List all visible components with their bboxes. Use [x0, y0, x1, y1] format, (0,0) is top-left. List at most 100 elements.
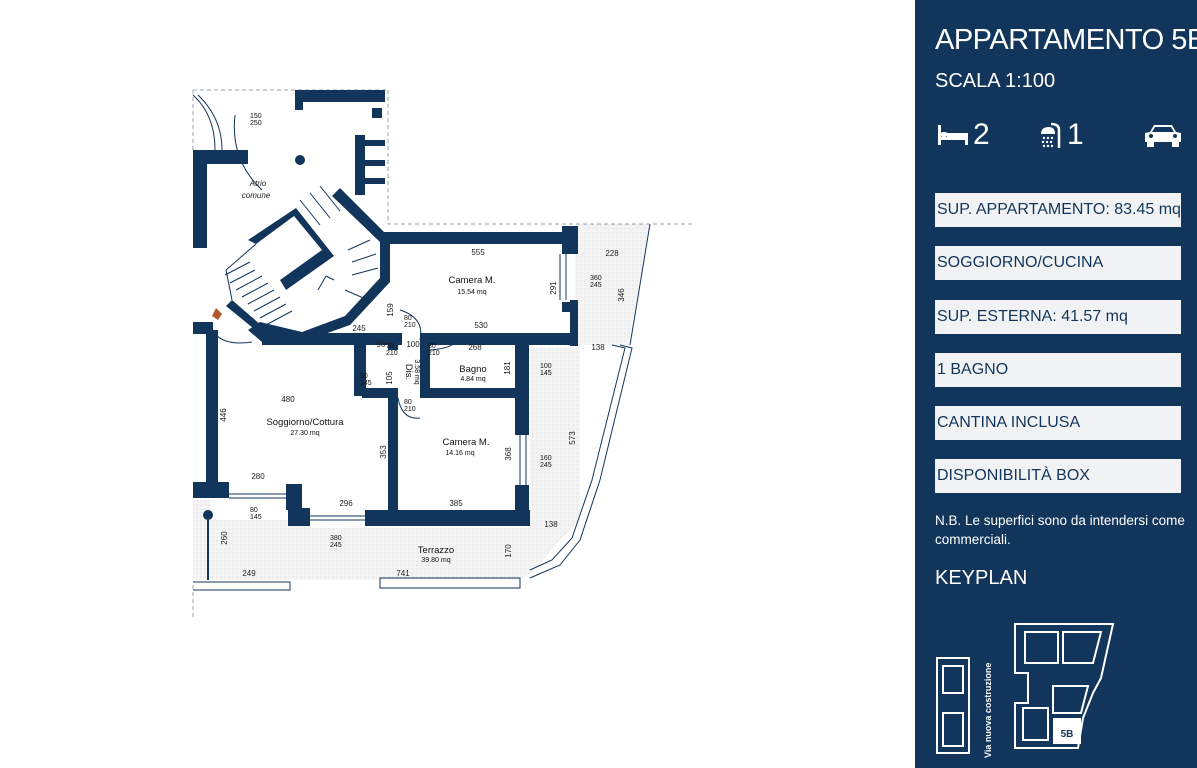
atrio-label-2: comune [242, 191, 271, 200]
dim-label: 100 [406, 340, 420, 349]
dim-label: 268 [468, 343, 482, 352]
amenities-row: 2 1 [935, 118, 1185, 158]
room-area-dis: 3.58 mq [413, 359, 420, 384]
dim-label: 741 [396, 569, 410, 578]
room-name-terrazzo: Terrazzo [418, 545, 454, 556]
dim-label: 296 [339, 499, 353, 508]
room-name-bagno: Bagno [459, 364, 486, 375]
window-dim-b-line: 245 [540, 462, 552, 469]
note-text: N.B. Le superfici sono da intendersi com… [935, 513, 1185, 547]
window-dim-k-line: 250 [250, 120, 262, 127]
window-dim-c: 100 [540, 363, 552, 370]
room-name-camera-2: Camera M. [443, 437, 490, 448]
parking-indicator [1143, 122, 1183, 148]
dim-label: 353 [379, 445, 388, 459]
feature-bath: 1 BAGNO [935, 353, 1181, 387]
room-area-terrazzo: 39.80 mq [421, 557, 450, 564]
dim-label: 368 [504, 447, 513, 461]
info-panel: APPARTAMENTO 5B SCALA 1:100 2 1 [915, 0, 1197, 768]
dim-label: 90 [377, 340, 386, 349]
feature-living: SOGGIORNO/CUCINA [935, 246, 1181, 280]
window-dim-a-line: 245 [590, 282, 602, 289]
unit-label: 5B [1061, 729, 1074, 740]
dim-label: 480 [281, 395, 295, 404]
room-name-camera-1: Camera M. [449, 275, 496, 286]
window-dim-f: 80 [404, 315, 412, 322]
window-dim-c-line: 145 [540, 370, 552, 377]
dim-label: 228 [605, 249, 619, 258]
window-dim-h: 70 [386, 343, 394, 350]
atrio-label-1: Atrio [249, 179, 267, 188]
bed-icon [938, 125, 968, 145]
feature-external: SUP. ESTERNA: 41.57 mq [935, 300, 1181, 334]
street-label: Via nuova costruzione [983, 663, 993, 758]
unit-5b-highlight [1053, 718, 1081, 744]
window-dim-i: 80 [404, 399, 412, 406]
floor-plan: Atrio comune Camera M. 15.54 mq Soggiorn… [192, 89, 695, 620]
bedrooms-count: 2 [973, 118, 990, 151]
window-dim-h-line: 210 [386, 350, 398, 357]
room-area-camera-1: 15.54 mq [457, 289, 486, 296]
dim-label: 530 [474, 321, 488, 330]
walls [193, 90, 578, 580]
room-area-soggiorno: 27.30 mq [290, 430, 319, 437]
room-name-dis: Dis. [403, 364, 414, 380]
feature-surface: SUP. APPARTAMENTO: 83.45 mq [935, 193, 1181, 227]
apartment-title: APPARTAMENTO 5B [935, 24, 1197, 56]
window-dim-i-line: 210 [404, 406, 416, 413]
room-area-camera-2: 14.16 mq [445, 450, 474, 457]
shower-icon [1041, 122, 1061, 148]
window-dim-j: 90 [360, 373, 368, 380]
staircase [224, 185, 379, 326]
room-area-bagno: 4.84 mq [460, 376, 485, 383]
window-dim-a: 360 [590, 275, 602, 282]
dim-label: 170 [504, 544, 513, 558]
dim-label: 555 [471, 248, 485, 257]
feature-garage: DISPONIBILITÀ BOX [935, 459, 1181, 493]
dim-label: 385 [449, 499, 463, 508]
window-dim-d: 380 [330, 535, 342, 542]
scale-label: SCALA 1:100 [935, 70, 1056, 92]
feature-cellar: CANTINA INCLUSA [935, 406, 1181, 440]
window-dim-b: 160 [540, 455, 552, 462]
window-dim-j-line: 145 [360, 380, 372, 387]
window-dim-e-line: 145 [250, 514, 262, 521]
window-dim-e: 80 [250, 507, 258, 514]
keyplan-map: 5B Via nuova costruzione [936, 623, 1115, 758]
dim-label: 346 [617, 288, 626, 302]
dim-label: 138 [591, 343, 605, 352]
window-dim-f-line: 210 [404, 322, 416, 329]
dim-label: 245 [352, 324, 366, 333]
dim-label: 105 [385, 371, 394, 385]
terrace-area [193, 224, 650, 580]
bathrooms-indicator: 1 [1039, 118, 1084, 152]
keyplan-title: KEYPLAN [935, 567, 1028, 589]
room-name-soggiorno: Soggiorno/Cottura [266, 417, 344, 428]
dim-label: 573 [568, 431, 577, 445]
dim-label: 249 [242, 569, 256, 578]
fire-extinguisher-icon [212, 308, 222, 320]
dim-label: 260 [220, 531, 229, 545]
car-icon [1145, 125, 1181, 147]
dim-label: 159 [386, 303, 395, 317]
bathrooms-count: 1 [1067, 118, 1084, 151]
dim-label: 280 [251, 472, 265, 481]
window-dim-d-line: 245 [330, 542, 342, 549]
dim-label: 138 [544, 520, 558, 529]
window-dim-g: 80 [428, 343, 436, 350]
window-dim-g-line: 210 [428, 350, 440, 357]
window-dim-k: 150 [250, 113, 262, 120]
dim-label: 181 [503, 361, 512, 375]
bedrooms-indicator: 2 [937, 118, 990, 152]
